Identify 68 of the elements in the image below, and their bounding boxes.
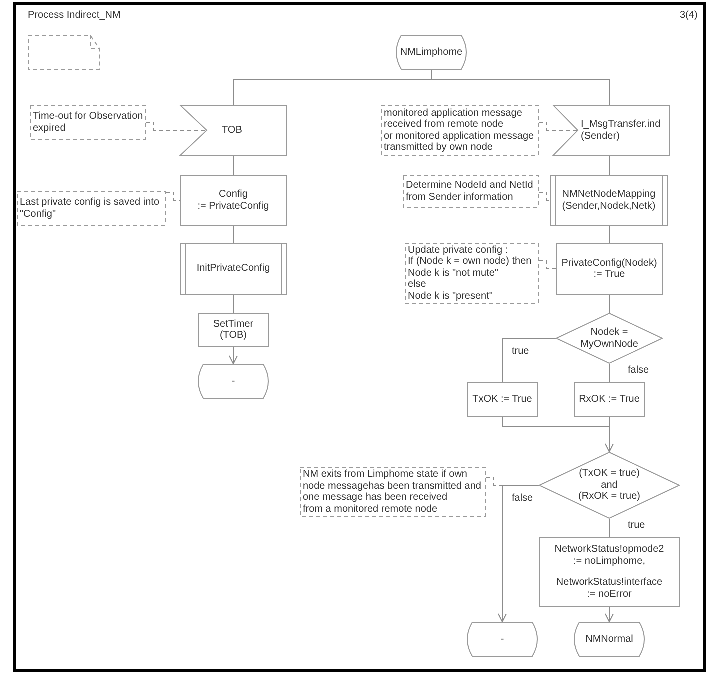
flow-line bbox=[609, 518, 610, 538]
comment-text: NM exits from Limphome state if own node messagehas been transmitted and one message has been received from a monitored remote node bbox=[303, 469, 482, 515]
edge-label: true bbox=[511, 346, 530, 358]
procedure-name: NMNetNodeMapping (Sender,Nodek,Netk) bbox=[562, 189, 656, 212]
procedure-call-box bbox=[550, 175, 668, 226]
page-number: 3(4) bbox=[680, 10, 698, 22]
task-box bbox=[556, 243, 663, 295]
comment-connector bbox=[166, 192, 180, 201]
state-name: NMLimphome bbox=[400, 46, 463, 58]
flow-line bbox=[609, 226, 610, 244]
edge-label: false bbox=[627, 365, 650, 376]
task-text: NetworkStatus!interface := noError bbox=[556, 577, 663, 600]
procedure-call-box bbox=[180, 243, 287, 295]
state-symbol bbox=[198, 364, 269, 399]
flow-line bbox=[609, 294, 610, 314]
procedure-name: InitPrivateConfig bbox=[196, 263, 270, 275]
edge-label: false bbox=[511, 493, 534, 504]
comment-connector bbox=[538, 260, 556, 270]
signal-name: TOB bbox=[222, 124, 242, 136]
comment-connector bbox=[146, 122, 208, 131]
comment-text: monitored application message received from remote node or monitored application message transmitted by own node bbox=[384, 108, 534, 154]
input-signal-symbol bbox=[553, 105, 670, 156]
flow-line bbox=[609, 364, 610, 382]
task-box bbox=[539, 537, 680, 607]
comment-connector bbox=[538, 192, 550, 201]
edge-label: true bbox=[627, 520, 646, 532]
note-symbol bbox=[28, 35, 100, 70]
task-text: Config := PrivateConfig bbox=[198, 189, 270, 212]
comment-text: Time-out for Observation expired bbox=[33, 111, 144, 134]
task-text: PrivateConfig(Nodek) := True bbox=[562, 258, 658, 280]
flow-line bbox=[609, 156, 610, 176]
task-box bbox=[180, 175, 287, 226]
state-symbol bbox=[574, 622, 645, 657]
task-box bbox=[198, 313, 269, 347]
state-symbol bbox=[396, 35, 467, 70]
decision-diamond bbox=[556, 313, 663, 364]
signal-name: I_MsgTransfer.ind (Sender) bbox=[581, 119, 661, 142]
flow-arrow bbox=[502, 416, 614, 452]
comment-connector bbox=[538, 122, 578, 131]
flow-line bbox=[233, 156, 234, 176]
task-box bbox=[574, 382, 645, 417]
input-signal-symbol bbox=[180, 105, 287, 156]
flow-arrow bbox=[605, 606, 614, 622]
comment-text: Update private config : If (Node k = own node) then Node k is "not mute" else Node k is "present" bbox=[408, 244, 532, 302]
comment-box bbox=[17, 191, 166, 226]
state-name: - bbox=[500, 634, 504, 646]
flow-line bbox=[502, 338, 556, 382]
task-text: RxOK := True bbox=[579, 394, 640, 406]
state-name: NMNormal bbox=[586, 634, 634, 646]
comment-box bbox=[403, 175, 539, 208]
comment-text: Last private config is saved into "Config" bbox=[20, 197, 160, 220]
flow-line bbox=[431, 70, 610, 106]
task-text: NetworkStatus!opmode2 := noLimphome, bbox=[554, 544, 664, 567]
decision-condition: Nodek = MyOwnNode bbox=[580, 327, 638, 350]
flow-arrow bbox=[498, 485, 540, 622]
task-text: SetTimer (TOB) bbox=[213, 318, 254, 342]
flow-line bbox=[233, 294, 234, 314]
comment-box bbox=[30, 105, 146, 140]
flow-arrow bbox=[229, 346, 238, 364]
task-text: TxOK := True bbox=[472, 394, 532, 406]
diagram-title: Process Indirect_NM bbox=[28, 10, 121, 22]
flow-line bbox=[233, 226, 234, 244]
task-box bbox=[467, 382, 538, 417]
decision-diamond bbox=[539, 452, 680, 519]
decision-condition: (TxOK = true) and (RxOK = true) bbox=[578, 468, 640, 503]
state-symbol bbox=[467, 622, 538, 657]
comment-text: Determine NodeId and NetId from Sender information bbox=[406, 180, 534, 203]
state-name: - bbox=[232, 376, 236, 388]
